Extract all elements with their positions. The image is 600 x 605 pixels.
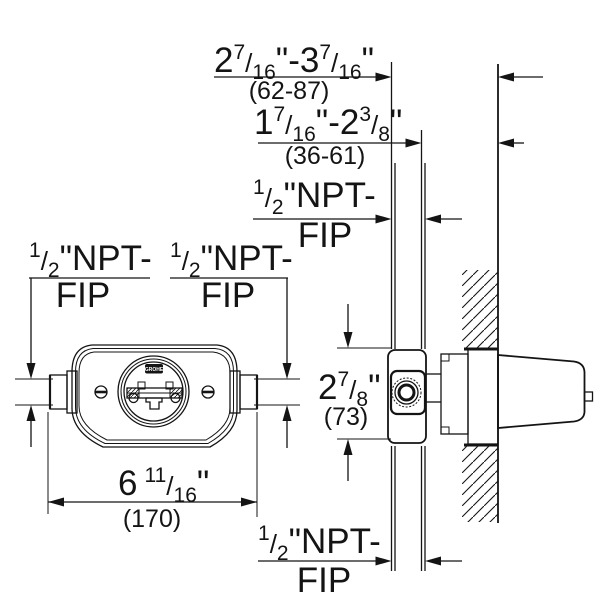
logo-text: GROHE: [145, 367, 164, 373]
wall-hatch-lower: [462, 446, 498, 522]
sleeve-notch-top: [441, 354, 450, 362]
dim-height-mm: (73): [324, 403, 368, 431]
dim-height-text: 27/8": [318, 368, 381, 411]
wall-flange: [467, 348, 499, 445]
knob-stem-tip: [583, 391, 594, 402]
sleeve-notch-bottom: [441, 426, 450, 434]
label-npt-top-port: 1/2"NPT- FIP: [253, 176, 462, 255]
cartridge-port-left: [128, 392, 139, 404]
dim-depth-b-text: 17/16"-23/8": [254, 103, 402, 146]
knob-handle: [497, 354, 586, 429]
front-view-valve: GROHE: [48, 344, 259, 448]
arrowhead: [282, 405, 292, 421]
label-npt-left-port: 1/2"NPT- FIP: [15, 239, 152, 447]
npt-label-text: 1/2"NPT-: [258, 522, 381, 565]
side-port-hex-boss: [389, 369, 427, 416]
npt-label-fip: FIP: [298, 216, 352, 255]
arrowhead: [343, 332, 353, 348]
body-outline-outer: [71, 344, 238, 448]
wall-hatch-upper: [462, 270, 498, 348]
side-port-knurl-ring: [391, 377, 422, 408]
arrowhead: [26, 405, 36, 421]
arrowhead: [405, 138, 422, 148]
cartridge-inner-circle: [123, 361, 184, 422]
right-stub-boss: [229, 370, 241, 414]
cartridge-port-right: [170, 392, 181, 404]
right-pipe-stub: [239, 374, 258, 410]
body-outline-inner: [78, 351, 231, 441]
arrowhead: [26, 363, 36, 379]
npt-label-fip: FIP: [56, 276, 110, 315]
arrowhead: [343, 439, 353, 455]
label-npt-bottom-port: 1/2"NPT- FIP: [258, 522, 462, 600]
left-pipe-stub: [49, 374, 68, 410]
dim-depth-range-a: 27/16"-37/16" (62-87): [214, 41, 543, 105]
dim-depth-b-mm: (36-61): [285, 142, 366, 170]
side-port-outer-circle: [394, 380, 419, 405]
arrowhead: [498, 138, 514, 148]
npt-label-fip: FIP: [297, 561, 351, 600]
plaster-guard-sleeve: [440, 353, 469, 435]
arrowhead: [498, 72, 514, 82]
dim-depth-a-mm: (62-87): [249, 77, 330, 105]
dim-width-mm: (170): [123, 505, 181, 533]
arrowhead: [282, 363, 292, 379]
wall-section: [462, 64, 499, 523]
npt-label-text: 1/2"NPT-: [170, 239, 293, 282]
npt-label-fip: FIP: [201, 276, 255, 315]
arrowhead: [375, 214, 392, 224]
arrowhead: [425, 556, 441, 566]
npt-label-text: 1/2"NPT-: [29, 239, 152, 282]
body-outline-middle: [75, 348, 234, 444]
cartridge-mid-circle: [120, 358, 187, 425]
cartridge-screw-left: [137, 381, 146, 390]
side-view-valve: [387, 62, 594, 571]
dim-depth-a-text: 27/16"-37/16": [214, 41, 374, 84]
arrowhead: [375, 556, 392, 566]
cartridge-stem: [145, 397, 163, 410]
arrowhead: [241, 497, 257, 507]
npt-label-text: 1/2"NPT-: [253, 176, 376, 219]
label-npt-right-port: 1/2"NPT- FIP: [170, 239, 300, 448]
logo-plate: [145, 364, 163, 374]
side-port-bore: [397, 383, 416, 402]
arrowhead: [425, 214, 441, 224]
arrowhead: [375, 72, 392, 82]
cartridge-outer-circle: [117, 355, 190, 428]
dim-depth-range-b: 17/16"-23/8" (36-61): [254, 103, 524, 170]
dim-body-height: 27/8" (73): [318, 304, 391, 481]
arrowhead: [48, 497, 64, 507]
